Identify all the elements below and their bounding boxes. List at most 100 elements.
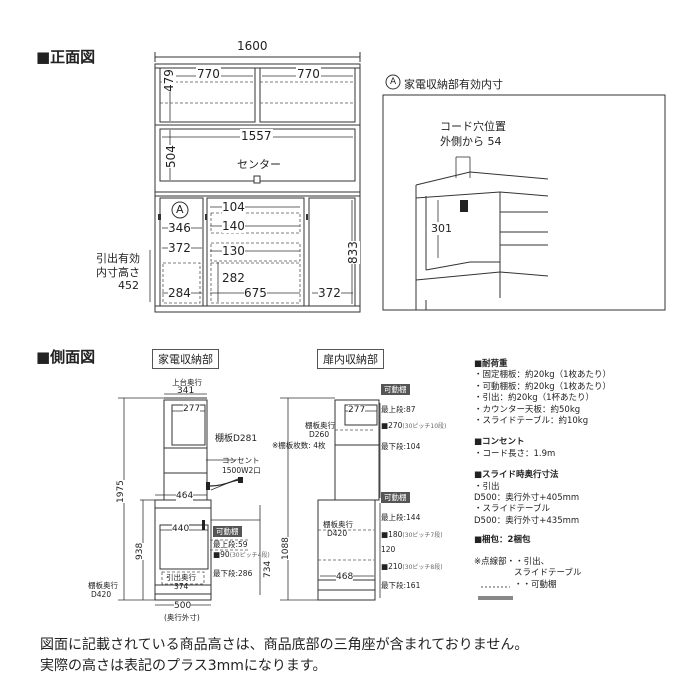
note-line-1: 図面に記載されている商品高さは、商品底部の三角座が含まれておりません。 [40, 637, 529, 653]
mark-a: A [176, 203, 184, 216]
drawer-depth-label: 引出奥行 [166, 573, 196, 582]
cabinet2-movable-tag: 可動棚 [381, 492, 410, 503]
drawer-depth-value: 374 [174, 582, 189, 591]
bottom-284: 284 [168, 286, 191, 300]
spec-legend-1: ※点線部・・引出、 [474, 556, 550, 567]
top-depth-label: 上台奥行 [172, 378, 202, 387]
cabinet2-210-note: (30ピッチ8段) [402, 564, 443, 571]
bottom-675: 675 [244, 286, 267, 300]
gap-130: 130 [222, 244, 245, 258]
mid-width: 1557 [240, 129, 273, 143]
spec-load-1: ・固定棚板：約20kg（1枚あたり） [474, 370, 612, 381]
side-d464: 464 [176, 491, 194, 501]
left-372: 372 [168, 241, 191, 255]
note-line-2: 実際の高さは表記のプラス3mmになります。 [40, 658, 327, 674]
depth-500-note: (奥行外寸) [164, 613, 200, 622]
cabinet2-d468: 468 [336, 572, 354, 582]
drawer-label-3: 452 [118, 279, 139, 292]
plug-icon [238, 477, 243, 483]
total-height: 1975 [116, 480, 126, 503]
center-label: センター [237, 158, 281, 171]
cabinet-d277: 277 [348, 405, 366, 415]
cabinet-270: ■270(30ピッチ10段) [381, 421, 446, 430]
side-view-title: ■側面図 [36, 348, 96, 366]
cabinet-shelf-depth: 棚板奥行 [305, 421, 335, 430]
cabinet-shelf-count: ※棚板枚数: 4枚 [272, 441, 326, 450]
height-734: 734 [263, 560, 273, 578]
shelf-d281: 棚板D281 [215, 434, 258, 444]
outlet-icon [253, 175, 261, 184]
detail-mark-circle [385, 74, 401, 90]
spec-slide-2: D500：奥行外寸+405mm [474, 493, 580, 504]
spec-pack-title: ■梱包：2梱包 [474, 535, 531, 546]
spec-load-3: ・引出：約20kg（1杯あたり） [474, 393, 595, 404]
cabinet2-top-144: 最上段:144 [381, 513, 421, 522]
top-59: 最上段:59 [213, 540, 248, 549]
top-depth: 341 [177, 386, 195, 396]
cabinet-section-box: 扉内収納部 [317, 349, 384, 369]
height-1088: 1088 [281, 537, 291, 560]
side-d277: 277 [183, 404, 201, 414]
cabinet2-180-value: ■180 [381, 530, 403, 539]
spec-slide-1: ・引出 [474, 481, 500, 492]
spec-legend-2: スライドテーブル [514, 568, 582, 579]
total-width-label: 1600 [237, 39, 268, 53]
spec-outlet-title: ■コンセント [474, 437, 525, 448]
cabinet2-bottom-161: 最下段:161 [381, 581, 421, 590]
pitch-90-note: (30ピッチ4段) [229, 552, 270, 559]
pitch-90-value: ■90 [213, 550, 230, 559]
shelf-depth-value: D420 [91, 590, 112, 599]
outlet-label-1: コンセント [222, 456, 260, 465]
detail-height: 301 [431, 222, 452, 235]
left-346: 346 [168, 221, 191, 235]
cord-position-2: 外側から 54 [440, 135, 502, 148]
cabinet-movable-tag: 可動棚 [381, 384, 410, 395]
inner-282: 282 [222, 271, 245, 285]
cabinet-270-note: (30ピッチ10段) [402, 423, 447, 430]
cord-position-1: コード穴位置 [440, 120, 506, 133]
depth-500: 500 [174, 601, 192, 611]
spec-load-2: ・可動棚板：約20kg（1枚あたり） [474, 381, 612, 392]
cabinet2-180-note: (30ピッチ7段) [402, 532, 443, 539]
movable-shelf-tag: 可動棚 [213, 526, 242, 537]
gap-104: 104 [222, 200, 245, 214]
gap-140: 140 [222, 219, 245, 233]
mark-a-circle [171, 201, 189, 219]
upper-right-width: 770 [296, 67, 321, 81]
detail-mark: A [390, 77, 397, 87]
cabinet-270-value: ■270 [381, 421, 403, 430]
spec-slide-3: ・スライドテーブル [474, 504, 550, 515]
cabinet2-d420: D420 [327, 529, 348, 538]
cabinet2-120: 120 [381, 545, 396, 554]
height-938: 938 [135, 542, 145, 560]
drawer-label-1: 引出有効 [96, 252, 140, 265]
cabinet2-shelf-depth: 棚板奥行 [323, 520, 353, 529]
upper-left-width: 770 [196, 67, 221, 81]
pitch-90: ■90(30ピッチ4段) [213, 550, 270, 559]
side-d440: 440 [172, 524, 190, 534]
spec-load-4: ・カウンター天板：約50kg [474, 404, 581, 415]
cabinet-bottom-104: 最下段:104 [381, 442, 421, 451]
cabinet-top-87: 最上段:87 [381, 405, 416, 414]
spec-legend-3: ・・可動棚 [514, 579, 557, 590]
cabinet2-180: ■180(30ピッチ7段) [381, 530, 443, 539]
drawer-label-2: 内寸高さ [96, 266, 140, 279]
spec-slide-4: D500：奥行外寸+435mm [474, 515, 580, 526]
outlet-label-2: 1500W2口 [222, 466, 261, 475]
cabinet2-210: ■210(30ピッチ8段) [381, 562, 443, 571]
appliance-section-box: 家電収納部 [152, 349, 219, 369]
cabinet2-210-value: ■210 [381, 562, 403, 571]
spec-load-title: ■耐荷重 [474, 359, 508, 369]
bottom-372: 372 [318, 286, 341, 300]
bottom-286: 最下段:286 [213, 569, 253, 578]
spec-outlet-1: ・コード長さ：1.9m [474, 448, 556, 459]
cabinet-d260: D260 [309, 430, 330, 439]
spec-slide-title: ■スライド時奥行寸法 [474, 470, 559, 481]
front-view-title: ■正面図 [36, 48, 96, 66]
detail-title: 家電収納部有効内寸 [404, 78, 503, 91]
spec-panel: ■耐荷重 ・固定棚板：約20kg（1枚あたり） ・可動棚板：約20kg（1枚あた… [474, 359, 611, 591]
shelf-depth-label: 棚板奥行 [88, 581, 118, 590]
